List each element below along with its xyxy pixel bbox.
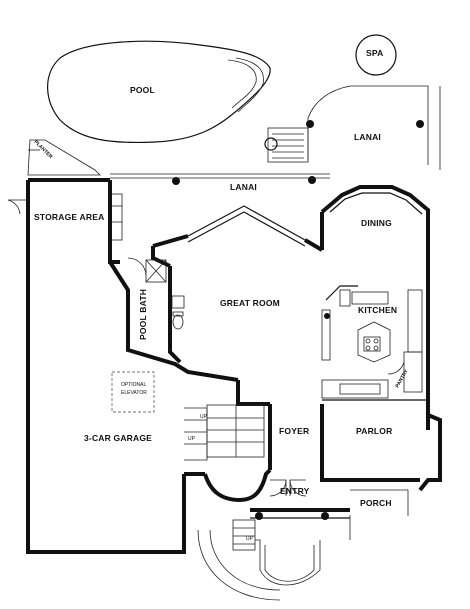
up-stair-label: UP bbox=[200, 414, 208, 420]
garage-label: 3-CAR GARAGE bbox=[84, 433, 152, 443]
storage-area-label: STORAGE AREA bbox=[34, 212, 104, 222]
optional-elevator-line1: OPTIONAL bbox=[121, 382, 147, 388]
porch-label: PORCH bbox=[360, 498, 392, 508]
spa bbox=[355, 34, 397, 76]
kitchen-label: KITCHEN bbox=[358, 305, 397, 315]
lanai-upper bbox=[264, 85, 441, 170]
up-front-label: UP bbox=[246, 536, 254, 542]
spa-label: SPA bbox=[366, 48, 383, 58]
foyer-label: FOYER bbox=[279, 426, 309, 436]
doors bbox=[197, 479, 409, 601]
optional-elevator-line2: ELEVATOR bbox=[121, 390, 147, 396]
columns bbox=[172, 120, 424, 520]
parlor-label: PARLOR bbox=[356, 426, 392, 436]
planter bbox=[27, 139, 101, 176]
lanai-upper-label: LANAI bbox=[354, 132, 381, 142]
pool-label: POOL bbox=[130, 85, 155, 95]
great-room-label: GREAT ROOM bbox=[220, 298, 280, 308]
entry-label: ENTRY bbox=[280, 486, 310, 496]
pool-bath-fixtures bbox=[127, 257, 185, 330]
lanai-label: LANAI bbox=[230, 182, 257, 192]
optional-elevator bbox=[111, 371, 155, 413]
dining-label: DINING bbox=[361, 218, 392, 228]
exterior-walls bbox=[7, 178, 442, 554]
pool-bath-label: POOL BATH bbox=[138, 289, 148, 340]
pool bbox=[47, 40, 271, 144]
kitchen bbox=[321, 285, 423, 399]
up-garage-label: UP bbox=[188, 436, 196, 442]
